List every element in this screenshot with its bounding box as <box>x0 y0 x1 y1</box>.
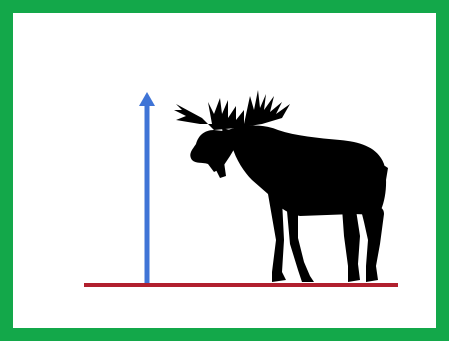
moose-silhouette-icon <box>174 90 388 282</box>
vertical-arrow-icon <box>139 92 155 283</box>
